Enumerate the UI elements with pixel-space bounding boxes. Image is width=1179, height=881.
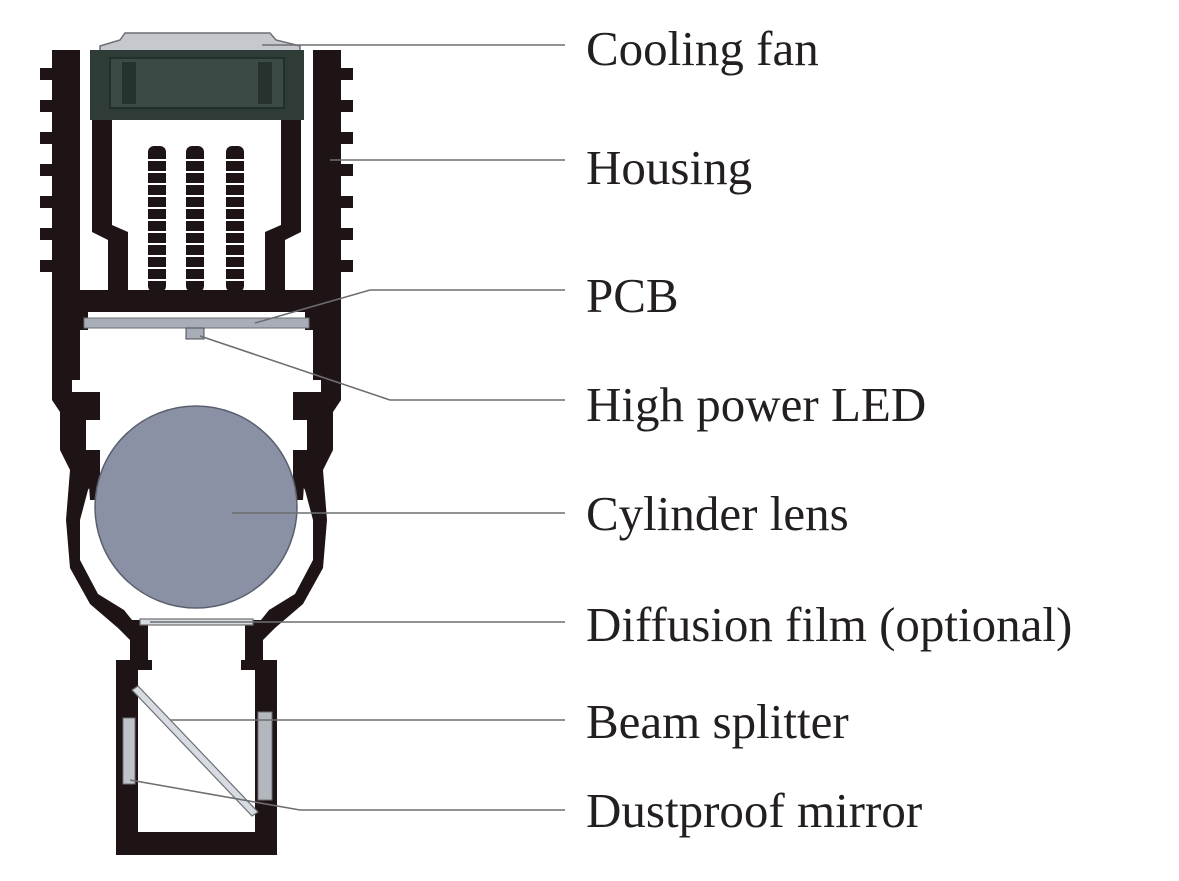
label-cylinder-lens: Cylinder lens — [586, 486, 849, 541]
leader-lines — [129, 44, 565, 811]
beam-splitter-plate — [131, 685, 259, 817]
label-diffusion-film: Diffusion film (optional) — [586, 597, 1073, 652]
leader-pcb — [254, 289, 565, 324]
heat-sink-fin-ribs — [148, 159, 244, 281]
label-beam-splitter: Beam splitter — [586, 694, 849, 749]
leader-dustproof-mirror — [129, 779, 565, 811]
label-dustproof-mirror: Dustproof mirror — [586, 783, 923, 838]
led-chip — [185, 327, 205, 340]
label-high-power-led: High power LED — [586, 377, 927, 432]
leader-led — [199, 335, 565, 401]
housing-body — [40, 50, 353, 380]
label-pcb: PCB — [586, 268, 679, 323]
cooling-fan — [90, 32, 304, 120]
label-cooling-fan: Cooling fan — [586, 21, 819, 76]
right-window-glass — [257, 711, 273, 801]
left-window-glass — [122, 717, 136, 785]
cylinder-lens — [94, 405, 298, 609]
pcb-board — [83, 317, 310, 329]
label-housing: Housing — [586, 140, 753, 195]
